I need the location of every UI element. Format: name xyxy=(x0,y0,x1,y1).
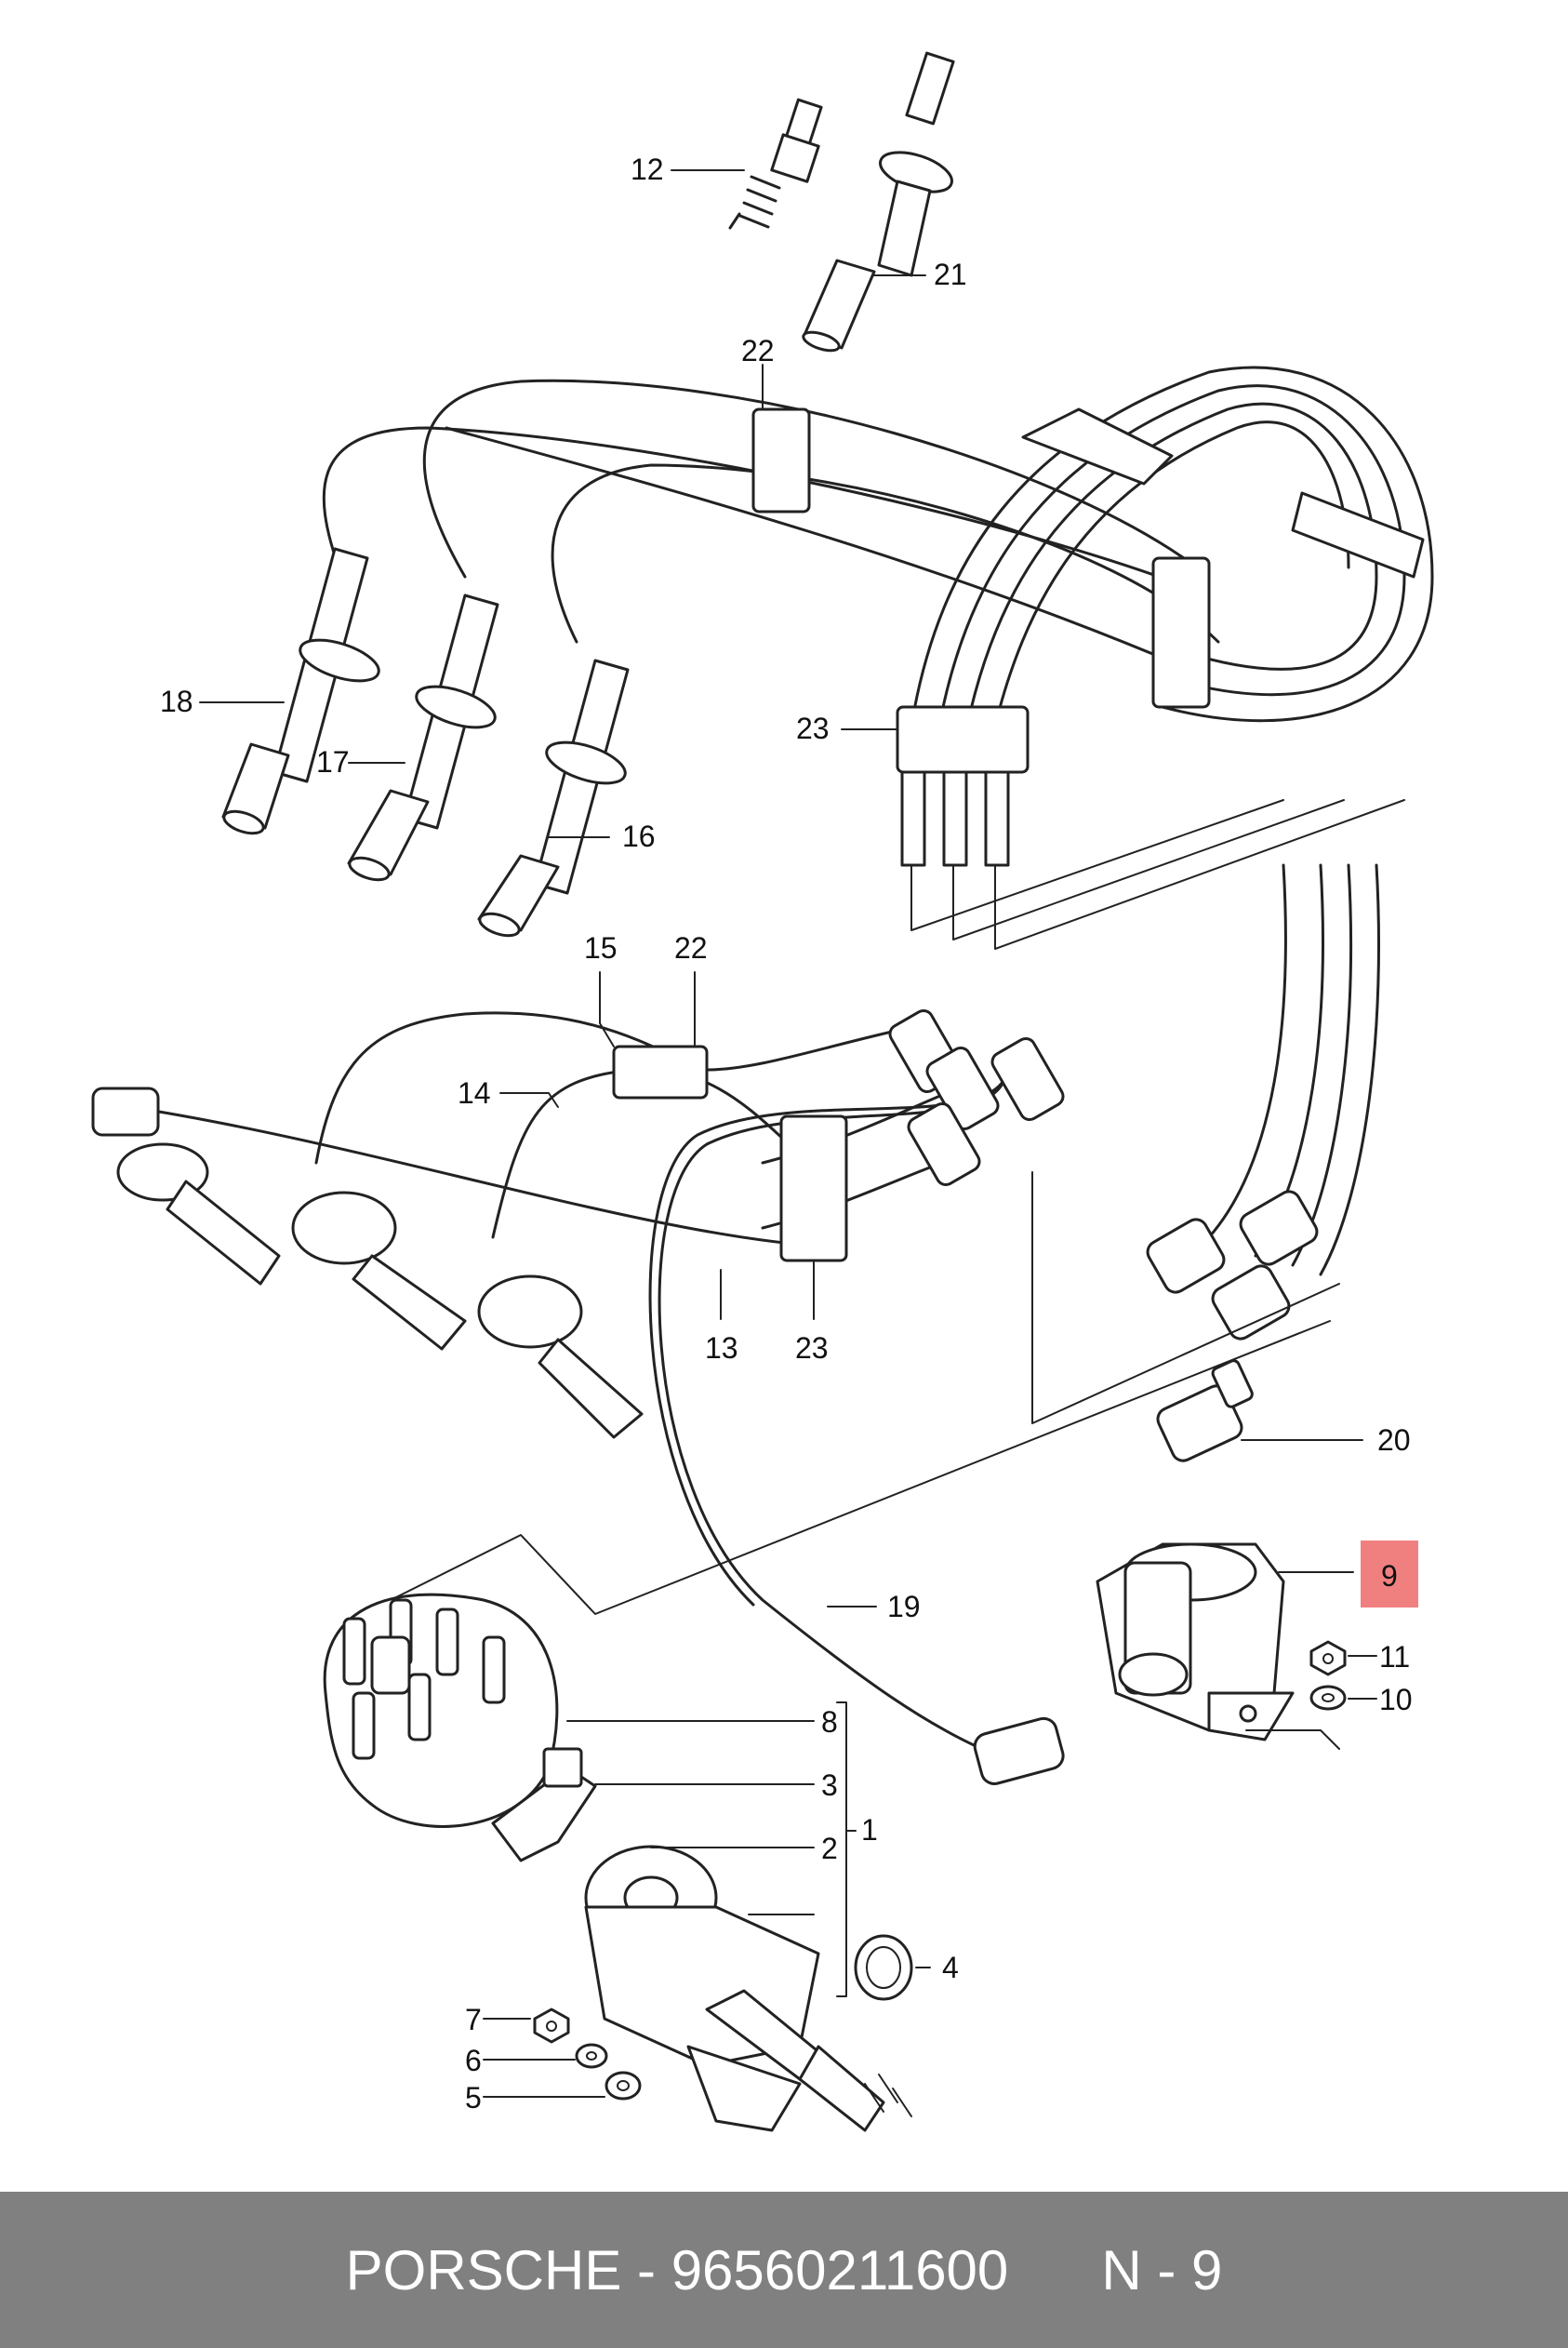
callout-22-lower: 22 xyxy=(674,931,708,965)
callout-23-upper: 23 xyxy=(796,712,830,745)
callout-20: 20 xyxy=(1377,1423,1411,1457)
plug-connector-right xyxy=(477,1274,644,1439)
callout-13: 13 xyxy=(705,1331,738,1365)
part-info-bar: PORSCHE - 96560211600 N - 9 xyxy=(0,2192,1568,2348)
plug-lead-18 xyxy=(221,547,380,835)
callout-10: 10 xyxy=(1379,1683,1413,1716)
plug-lead-16 xyxy=(477,659,630,938)
footer-separator: - xyxy=(621,2238,671,2301)
callout-4: 4 xyxy=(942,1951,959,1984)
callout-8: 8 xyxy=(821,1705,838,1739)
ignition-coil xyxy=(1096,1542,1340,1750)
distributor-assembly xyxy=(323,1593,913,2132)
callout-6: 6 xyxy=(465,2044,482,2077)
plug-connector-21 xyxy=(802,51,955,353)
callout-18: 18 xyxy=(160,685,193,718)
nut-11 xyxy=(1309,1640,1347,1676)
leader-lines xyxy=(199,169,1377,2098)
spark-plug xyxy=(728,98,823,230)
connector-20 xyxy=(1156,1359,1254,1462)
part-number: 96560211600 xyxy=(671,2238,1009,2301)
washer-10 xyxy=(1309,1685,1347,1711)
callout-12: 12 xyxy=(631,153,664,186)
footer-gap xyxy=(1008,2238,1101,2302)
plug-connector-left xyxy=(91,1087,281,1286)
callout-19: 19 xyxy=(887,1590,921,1623)
callout-23-lower: 23 xyxy=(795,1331,829,1365)
callout-9: 9 xyxy=(1381,1559,1398,1593)
callout-22-upper: 22 xyxy=(741,334,775,367)
callout-14: 14 xyxy=(458,1076,491,1110)
brand-name: PORSCHE xyxy=(345,2238,622,2301)
callout-16: 16 xyxy=(622,820,656,853)
callout-7: 7 xyxy=(465,2003,482,2036)
callout-3: 3 xyxy=(821,1768,838,1802)
ignition-parts-diagram: 12 21 22 23 18 17 16 15 22 14 13 23 20 9… xyxy=(91,51,1434,2132)
callout-labels: 12 21 22 23 18 17 16 15 22 14 13 23 20 9… xyxy=(160,153,1413,2115)
plug-lead-17 xyxy=(347,594,499,882)
lower-harness xyxy=(91,863,1380,1785)
callout-5: 5 xyxy=(465,2081,482,2115)
diagram-reference: N - 9 xyxy=(1101,2238,1223,2301)
callout-21: 21 xyxy=(934,258,967,291)
callout-2: 2 xyxy=(821,1832,838,1865)
callout-9-highlight xyxy=(1361,1541,1418,1608)
plug-connector-mid xyxy=(291,1191,467,1351)
callout-11: 11 xyxy=(1379,1640,1410,1674)
callout-1: 1 xyxy=(861,1813,878,1847)
callout-15: 15 xyxy=(584,931,618,965)
upper-harness xyxy=(221,51,1434,950)
callout-17: 17 xyxy=(316,745,350,779)
